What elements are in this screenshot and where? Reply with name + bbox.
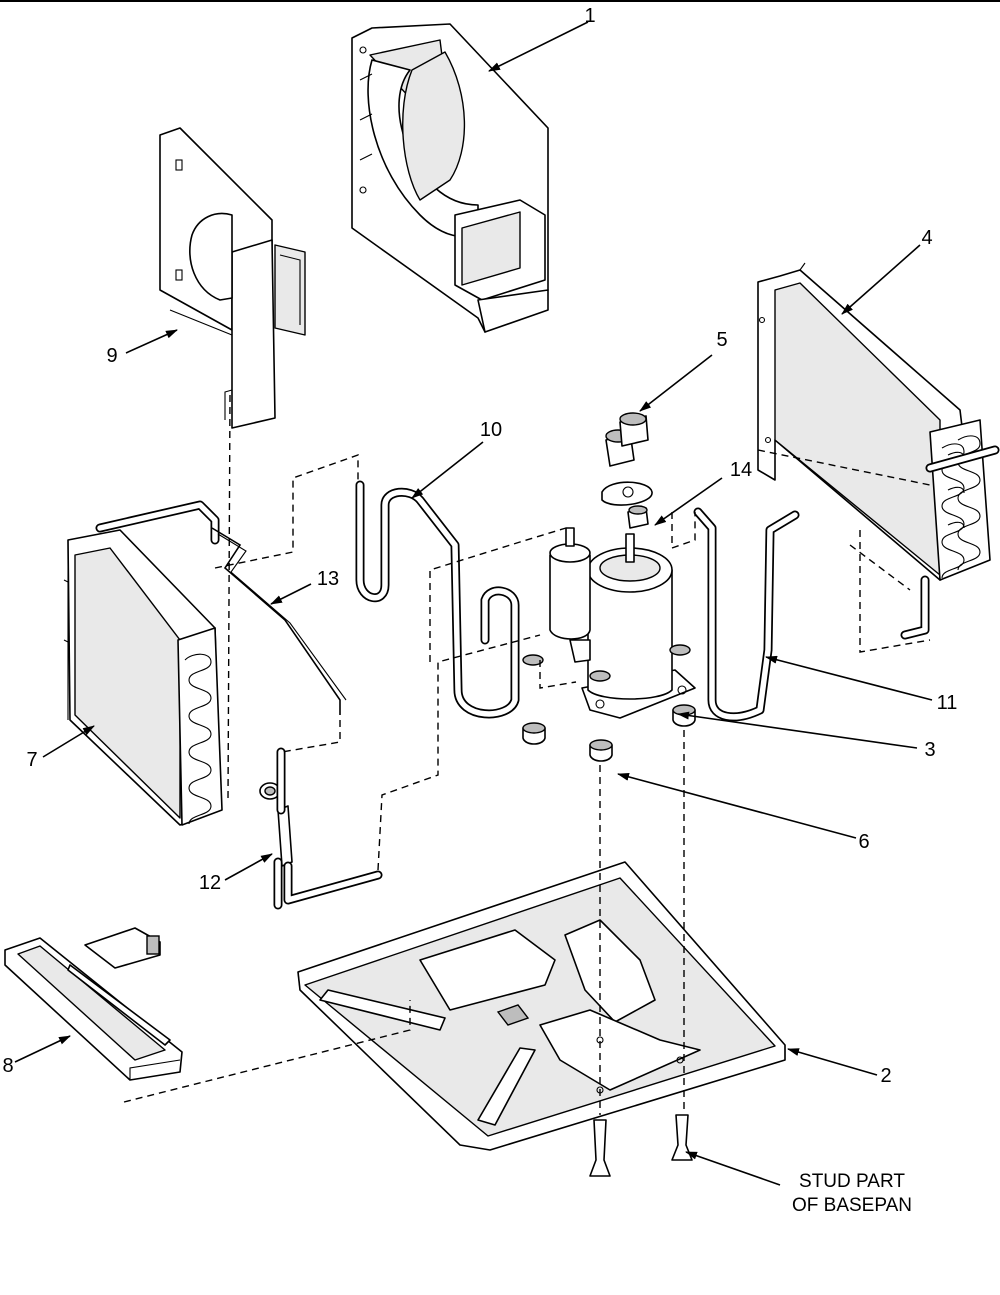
part-12-strainer: [259, 747, 383, 910]
callout-9: 9: [106, 345, 117, 367]
callout-6: 6: [858, 831, 869, 853]
part-4-condenser-coil: [757, 262, 1000, 640]
part-9-evaporator-panel: [159, 127, 306, 429]
part-3-compressor: [549, 527, 696, 719]
part-2-base-pan: [297, 861, 786, 1177]
callout-5: 5: [716, 329, 727, 351]
assembly-dashed-lines: [123, 394, 931, 1115]
part-13-capillary-tube: [211, 527, 347, 715]
callout-3: 3: [924, 739, 935, 761]
callout-2: 2: [880, 1065, 891, 1087]
callout-14: 14: [730, 459, 752, 481]
callout-4: 4: [921, 227, 932, 249]
callout-10: 10: [480, 419, 502, 441]
leader-arrows: [14, 21, 933, 1186]
part-1-fan-shroud: [351, 23, 549, 333]
callout-1: 1: [584, 5, 595, 27]
part-7-evaporator-coil: [63, 500, 223, 826]
part-5-terminal-cover: [605, 412, 649, 467]
part-14-gasket: [601, 481, 653, 529]
callout-11: 11: [937, 692, 958, 714]
callout-8: 8: [2, 1055, 13, 1077]
note-line-2: OF BASEPAN: [792, 1195, 912, 1216]
note-line-1: STUD PART: [799, 1171, 905, 1192]
part-8-drain-tray: [4, 927, 183, 1081]
callout-7: 7: [26, 749, 37, 771]
callout-13: 13: [317, 568, 339, 590]
part-10-suction-tube: [355, 480, 520, 719]
callout-12: 12: [199, 872, 221, 894]
callout-labels: 1 2 3 4 5 6 7 8 9 10 11 12 13 14: [2, 5, 957, 1087]
stud-note: STUD PART OF BASEPAN: [792, 1171, 912, 1216]
part-11-discharge-tube: [693, 507, 800, 722]
